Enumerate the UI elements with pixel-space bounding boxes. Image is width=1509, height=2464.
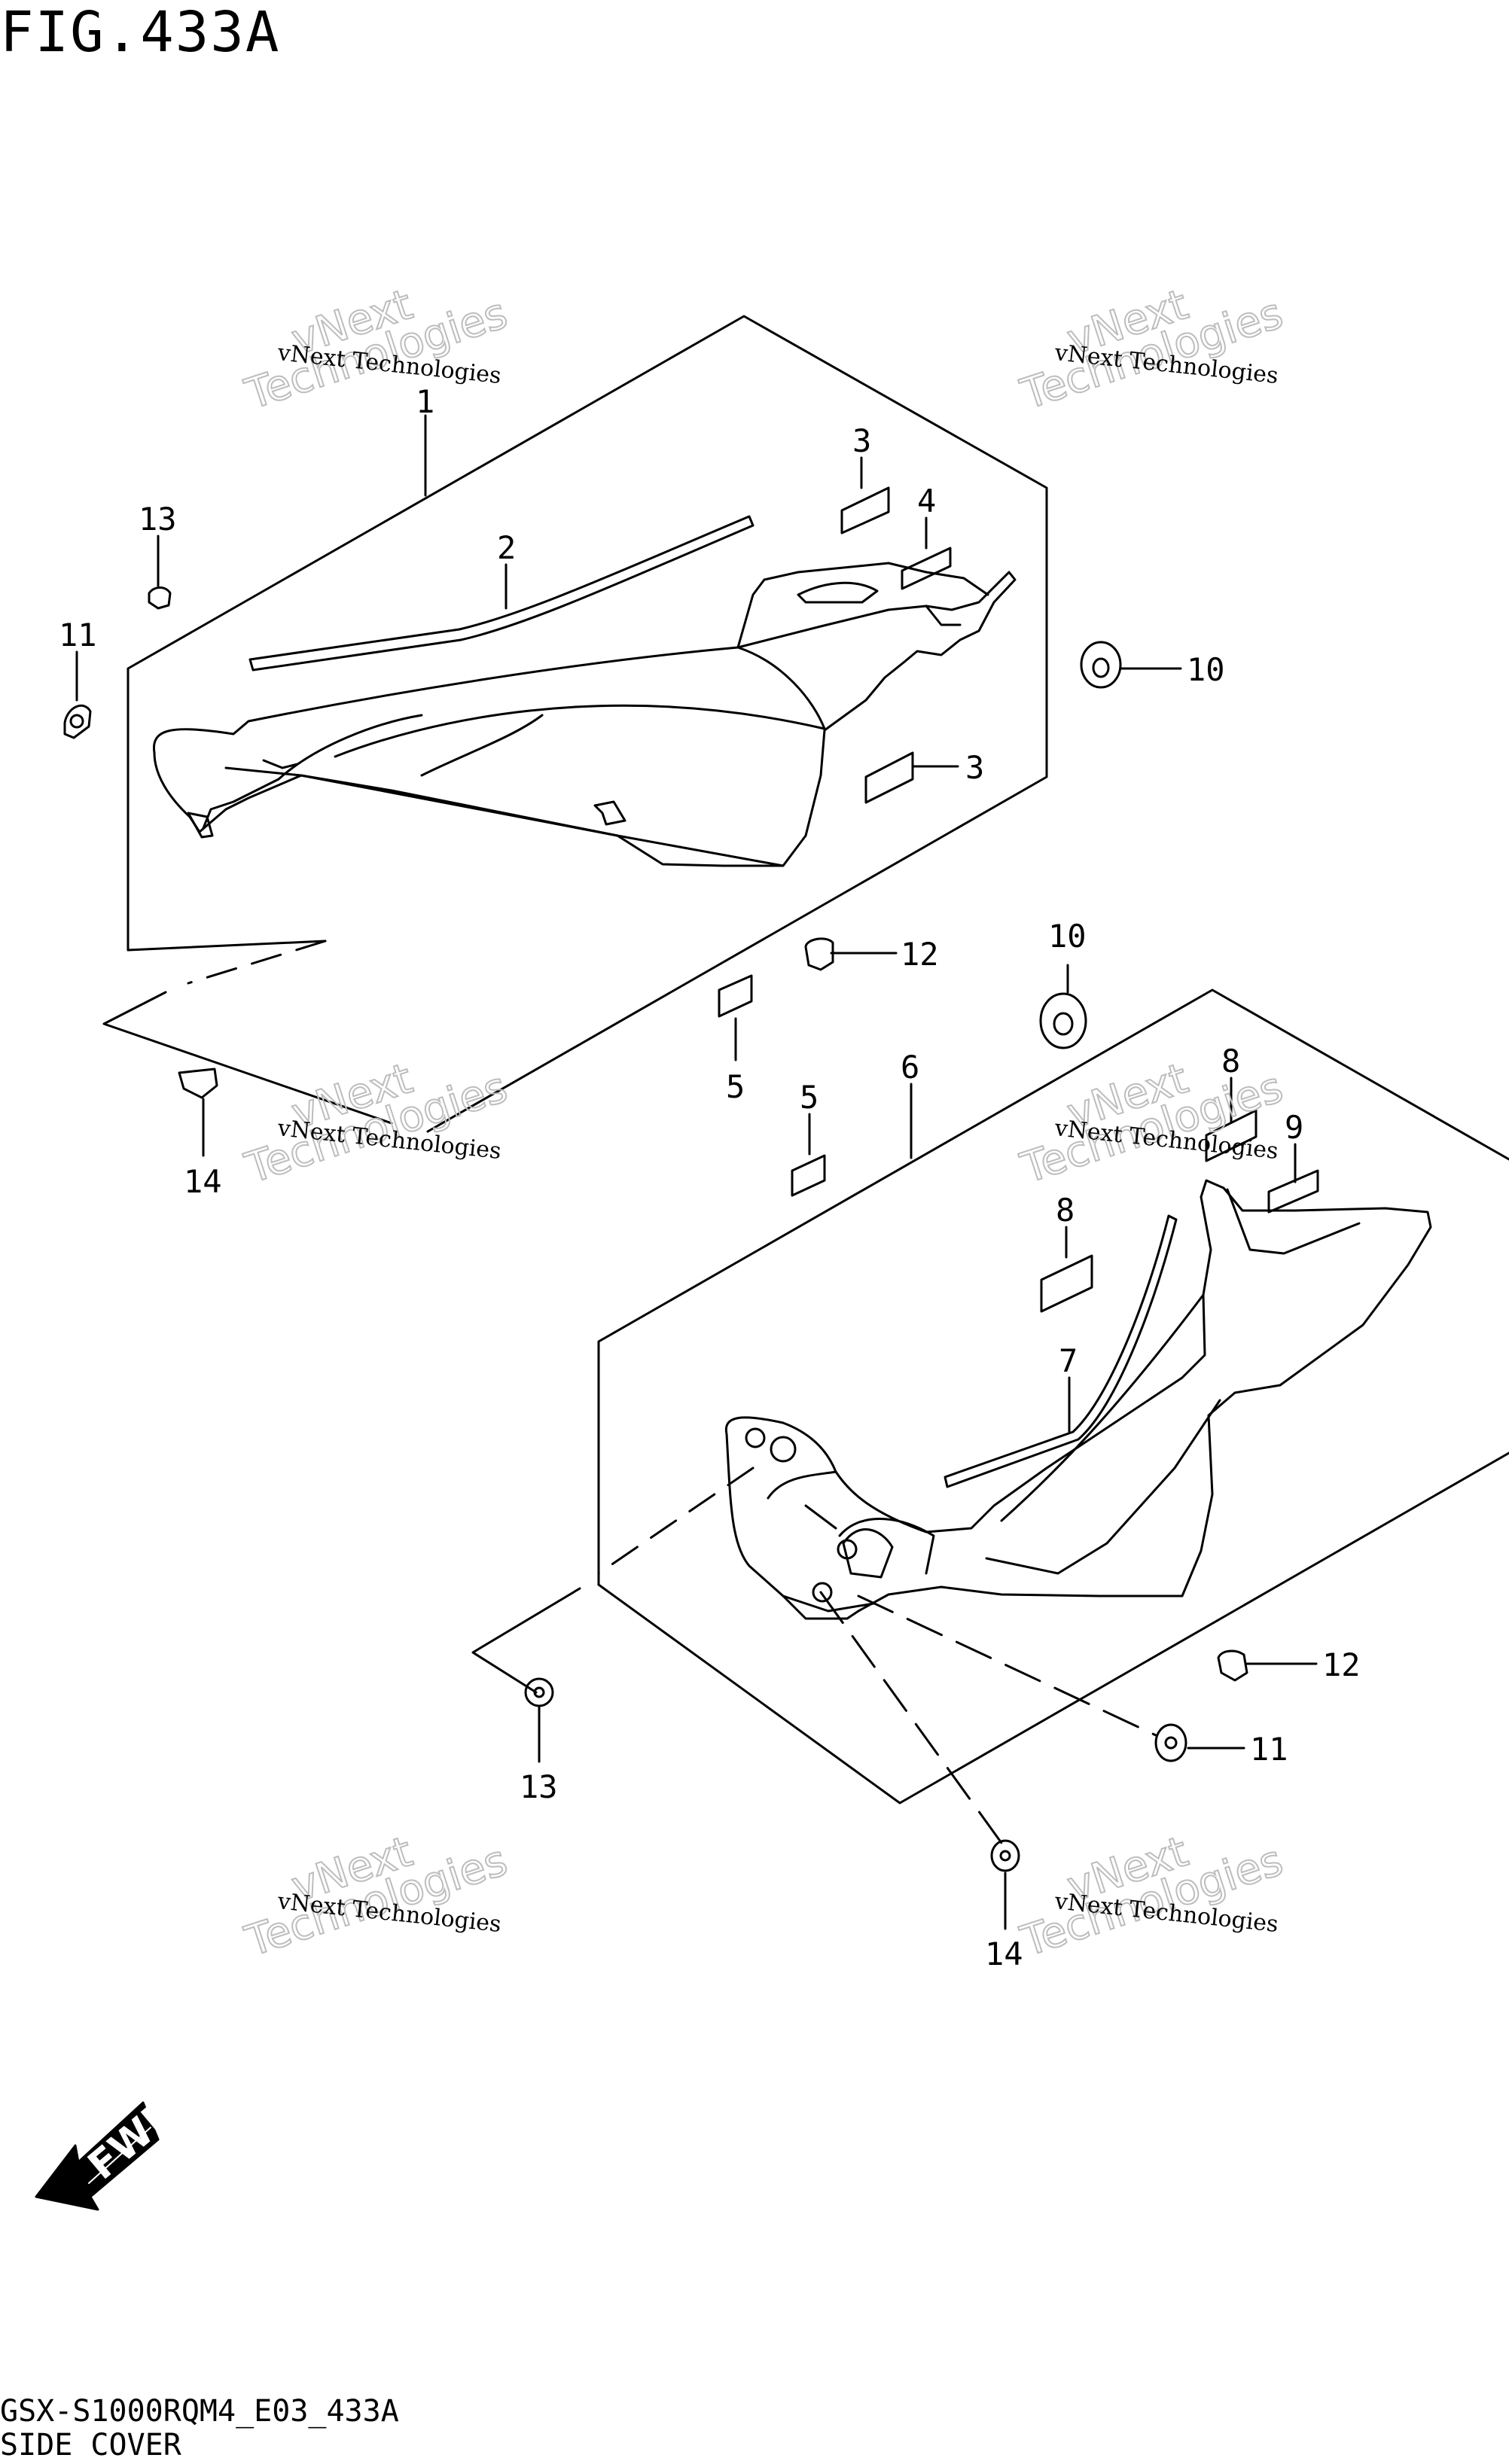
- nut-11-upper: [63, 704, 92, 739]
- dash-line-14-lower: [819, 1591, 1003, 1844]
- callout-8-lower: 8: [1056, 1192, 1075, 1229]
- label-8-upper: [1205, 1109, 1258, 1162]
- right-side-cover: [724, 1179, 1432, 1620]
- trim-strip-2: [248, 515, 754, 672]
- screw-14-upper: [178, 1068, 218, 1099]
- trim-strip-7: [944, 1214, 1178, 1488]
- callout-12-lower: 12: [1322, 1646, 1361, 1683]
- callout-7: 7: [1059, 1342, 1078, 1379]
- callout-13-upper: 13: [139, 501, 177, 538]
- callout-3-upper: 3: [852, 422, 871, 459]
- callout-5-upper: 5: [726, 1068, 745, 1105]
- callout-11-lower: 11: [1250, 1731, 1288, 1768]
- lower-frame-leader-dash: [597, 1467, 754, 1575]
- callout-12-upper: 12: [901, 936, 939, 973]
- lower-assembly-frame-bottom: [597, 1451, 1509, 1805]
- callout-10-upper: 10: [1187, 651, 1225, 688]
- label-8-lower: [1040, 1254, 1093, 1313]
- grommet-10-lower: [1039, 992, 1087, 1049]
- nut-11-lower: [1154, 1723, 1187, 1762]
- callout-2: 2: [497, 529, 516, 566]
- upper-frame-leader-dash: [187, 940, 327, 985]
- upper-assembly-frame: [127, 315, 1048, 1133]
- callout-14-upper: 14: [184, 1163, 222, 1200]
- left-side-cover: [152, 562, 1017, 867]
- nut-13-lower: [524, 1677, 554, 1707]
- callout-5-lower: 5: [800, 1079, 819, 1116]
- fwd-label: FWD: [80, 2088, 187, 2188]
- callout-14-lower: 14: [985, 1936, 1023, 1972]
- label-3-upper: [840, 486, 890, 535]
- label-4: [901, 547, 952, 590]
- label-5-upper: [718, 974, 753, 1018]
- callout-8-upper: 8: [1221, 1043, 1240, 1080]
- nut-14-lower: [990, 1839, 1020, 1872]
- callout-11-upper: 11: [59, 617, 97, 653]
- label-3-lower: [864, 751, 914, 804]
- upper-frame-leader-lower: [102, 991, 393, 1125]
- callout-4: 4: [917, 483, 936, 519]
- callout-1: 1: [416, 383, 434, 420]
- callout-9: 9: [1285, 1109, 1303, 1146]
- grommet-10-upper: [1080, 641, 1122, 689]
- figure-title: FIG.433A: [0, 0, 281, 65]
- watermarks: vNext Technologies vNext Technologies vN…: [239, 279, 1289, 1967]
- fwd-arrow-icon: [35, 2101, 160, 2211]
- bolt-12-upper: [804, 937, 834, 971]
- callout-10-lower: 10: [1048, 918, 1087, 955]
- lower-frame-leader-side: [471, 1587, 581, 1694]
- callout-13-lower: 13: [520, 1768, 558, 1805]
- label-9: [1267, 1169, 1319, 1214]
- label-5-lower: [791, 1154, 826, 1197]
- callout-6: 6: [901, 1049, 919, 1086]
- dash-line-11-lower: [857, 1594, 1157, 1737]
- leader-lines: [75, 414, 1318, 1930]
- callout-3-lower: 3: [965, 749, 984, 786]
- figure-name: SIDE COVER: [0, 2428, 181, 2462]
- bolt-12-lower: [1217, 1649, 1248, 1682]
- screw-13-upper: [148, 586, 172, 610]
- callout-numbers: 1 2 3 4 3 13 11 10 12 10 5 5 6 8 9 8 7 1…: [59, 383, 1361, 1972]
- model-code: GSX-S1000RQM4_E03_433A: [0, 2394, 399, 2429]
- lower-assembly-frame: [597, 988, 1509, 1586]
